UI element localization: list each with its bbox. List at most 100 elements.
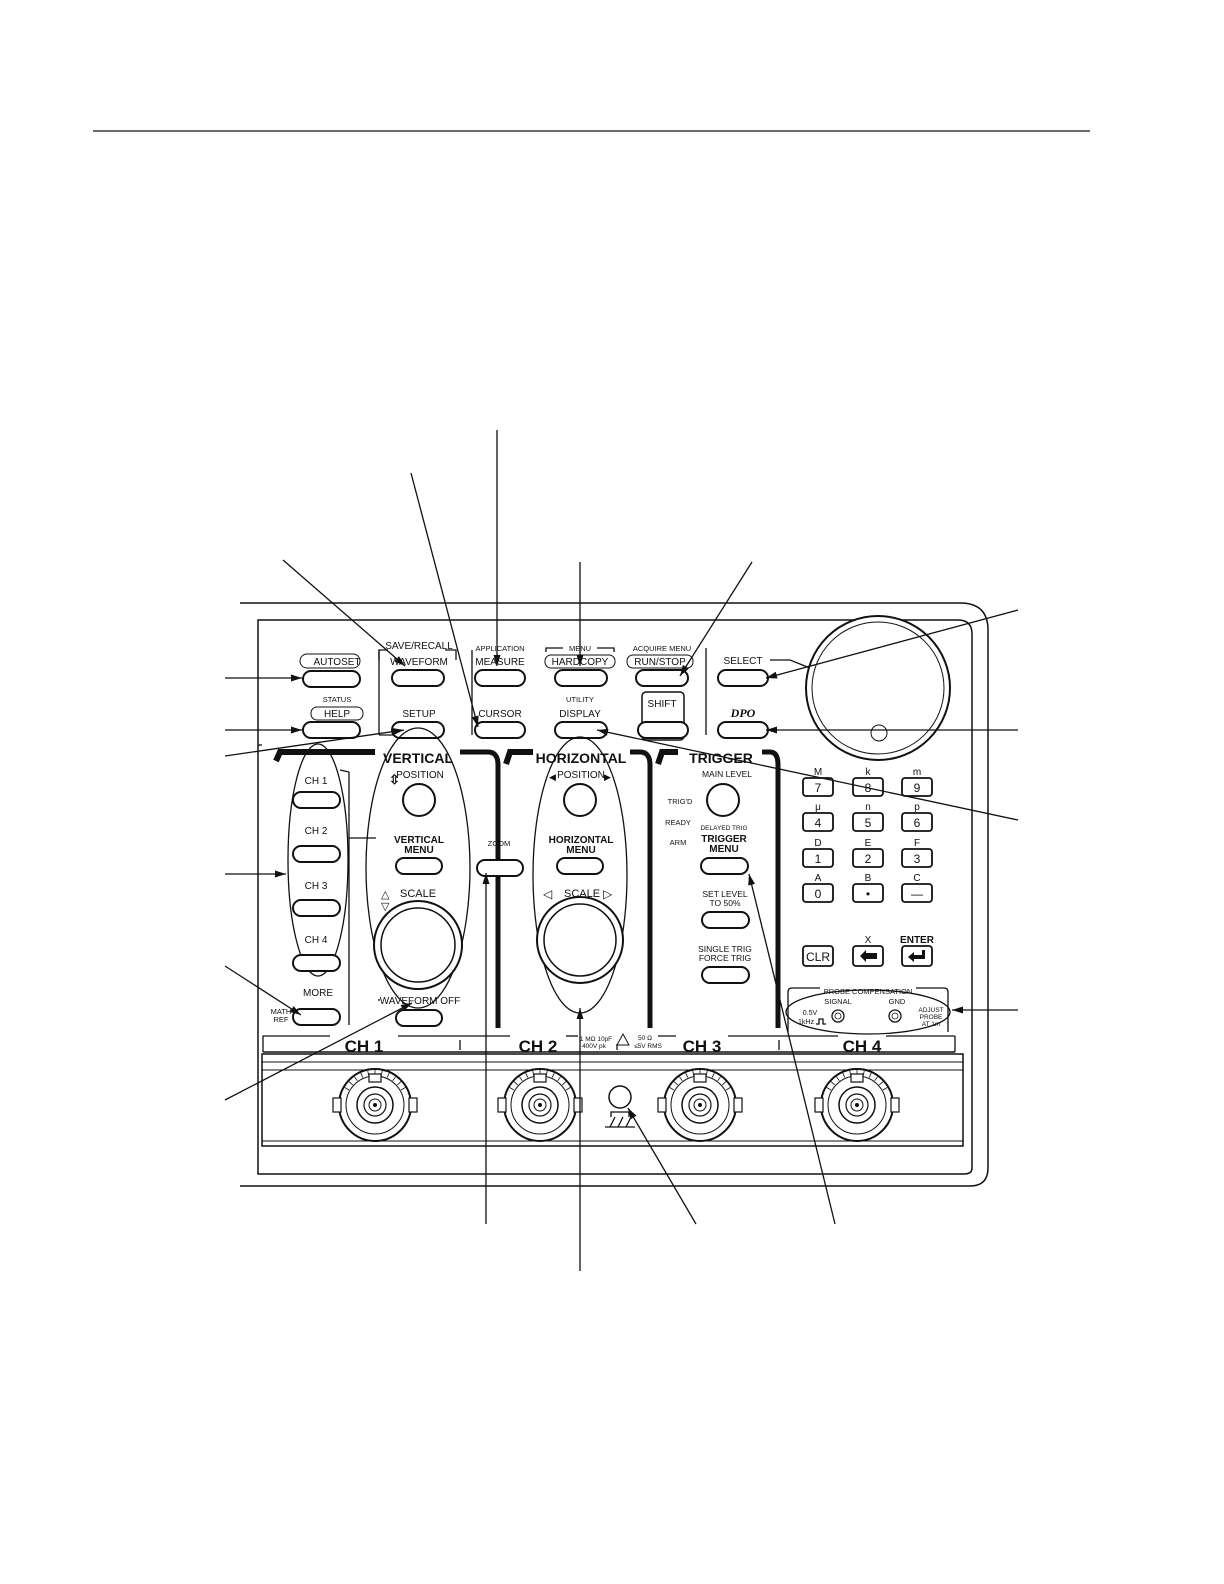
ch4-bnc-connector[interactable] [814, 1068, 900, 1142]
shift-label: SHIFT [648, 699, 677, 710]
ch1-button-label: CH 1 [305, 776, 328, 787]
keypad-key-6[interactable] [901, 812, 933, 832]
waveform-label: WAVEFORM [390, 657, 448, 668]
keypad-alt-label: D [814, 838, 821, 849]
trigger-menu-label-1: TRIGGER [701, 834, 747, 845]
autoset-group: AUTOSET [299, 653, 361, 688]
callout-arrow [748, 873, 836, 1225]
ch1-button[interactable] [292, 791, 341, 809]
keypad-key-label: 1 [815, 852, 822, 866]
ch2-bnc-connector[interactable] [497, 1068, 583, 1142]
hardcopy-button[interactable] [554, 669, 608, 687]
keypad-key-5[interactable] [852, 812, 884, 832]
keypad-key-1[interactable] [802, 848, 834, 868]
keypad-key-0[interactable] [802, 883, 834, 903]
keypad-key-label: 0 [815, 887, 822, 901]
vertical-position-arrows-icon: ⇳ [389, 772, 400, 787]
main-level-knob[interactable] [706, 783, 740, 817]
callout-arrow [410, 472, 479, 728]
autoset-button[interactable] [302, 670, 361, 688]
autoset-label: AUTOSET [313, 657, 360, 668]
gnd-terminal[interactable] [888, 1009, 902, 1023]
ground-symbol-icon [605, 1111, 635, 1128]
ref-label: REF [274, 1015, 289, 1024]
waveform-off-button[interactable] [395, 1009, 443, 1027]
shift-button[interactable] [637, 721, 689, 739]
cursor-button[interactable] [474, 721, 526, 739]
callout-arrow [224, 1002, 413, 1101]
vertical-position-knob[interactable] [402, 783, 436, 817]
input-spec-4: ≤5V RMS [634, 1043, 662, 1050]
keypad-alt-label: m [913, 767, 921, 778]
setup-button[interactable] [391, 721, 445, 739]
keypad-key-9[interactable] [901, 777, 933, 797]
keypad-key-8[interactable] [852, 777, 884, 797]
signal-terminal[interactable] [831, 1009, 845, 1023]
scale-right-arrow-icon: ▷ [603, 887, 613, 901]
ch1-bnc-connector[interactable] [332, 1068, 418, 1142]
select-dpo-group: SELECT DPO [717, 656, 811, 739]
square-wave-icon [816, 1018, 826, 1025]
horizontal-position-label: POSITION [557, 770, 605, 781]
signal-label: SIGNAL [824, 997, 852, 1006]
keypad-key-2[interactable] [852, 848, 884, 868]
channel-input-strip: CH 1 CH 2 CH 3 CH 4 1 MΩ 10pF 400V pk 50… [262, 1032, 956, 1056]
keypad-alt-label: A [815, 873, 822, 884]
ch2-button[interactable] [292, 845, 341, 863]
keypad-key-—[interactable] [901, 883, 933, 903]
adjust-label-2: PROBE [920, 1014, 943, 1021]
horizontal-scale-knob[interactable] [536, 896, 624, 984]
adjust-label-1: ADJUST [918, 1007, 943, 1014]
keypad-key-•[interactable] [852, 883, 884, 903]
keypad-key-7[interactable] [802, 777, 834, 797]
force-trig-label: FORCE TRIG [699, 953, 751, 963]
dpo-label: DPO [730, 706, 756, 720]
force-trig-button[interactable] [701, 966, 750, 984]
keypad-key-3[interactable] [901, 848, 933, 868]
ground-jack[interactable] [605, 1085, 635, 1128]
measure-button[interactable] [474, 669, 526, 687]
ch4-button[interactable] [292, 954, 341, 972]
keypad-alt-label: E [865, 838, 872, 849]
set-level-50-button[interactable] [701, 911, 750, 929]
ready-indicator: READY [665, 818, 691, 827]
run-stop-label: RUN/STOP [634, 657, 686, 668]
select-label: SELECT [724, 656, 763, 667]
vertical-menu-button[interactable] [395, 857, 443, 875]
more-button[interactable] [292, 1008, 341, 1026]
help-button[interactable] [302, 721, 361, 739]
status-label: STATUS [323, 695, 351, 704]
callout-arrow [765, 609, 1019, 679]
save-recall-label: SAVE/RECALL [385, 641, 453, 652]
waveform-button[interactable] [391, 669, 445, 687]
clr-key[interactable] [802, 945, 834, 967]
trigger-section-header: TRIGGER [655, 749, 781, 1028]
vertical-scale-knob[interactable] [373, 900, 463, 990]
keypad-key-4[interactable] [802, 812, 834, 832]
save-recall-group: SAVE/RECALL WAVEFORM SETUP [378, 641, 473, 739]
zoom-button[interactable] [476, 859, 524, 877]
general-purpose-knob[interactable] [805, 615, 951, 761]
run-stop-button[interactable] [635, 669, 689, 687]
vertical-menu-label-2: MENU [404, 845, 433, 856]
horizontal-menu-button[interactable] [556, 857, 604, 875]
keypad-alt-label: k [866, 767, 872, 778]
trigger-menu-button[interactable] [700, 857, 749, 875]
trigger-controls-group: MAIN LEVEL TRIG'D READY ARM DELAYED TRIG… [665, 769, 752, 984]
dpo-button[interactable] [717, 721, 769, 739]
utility-label: UTILITY [566, 695, 594, 704]
ch3-button[interactable] [292, 899, 341, 917]
horizontal-menu-label-2: MENU [566, 845, 595, 856]
callout-arrow [225, 726, 302, 734]
keypad-key-label: 9 [914, 781, 921, 795]
math-label: MATH [271, 1007, 292, 1016]
probe-voltage-label: 0.5V [803, 1010, 818, 1017]
ch3-bnc-connector[interactable] [657, 1068, 743, 1142]
measure-group: APPLICATION MEASURE CURSOR [474, 644, 526, 739]
probe-compensation-group: PROBE COMPENSATION SIGNAL GND 0.5V 1kHz … [785, 987, 951, 1035]
select-button[interactable] [717, 669, 769, 687]
horizontal-position-knob[interactable] [563, 783, 597, 817]
run-stop-group: ACQUIRE MENU RUN/STOP SHIFT [626, 644, 694, 741]
callout-arrow [576, 562, 584, 666]
zoom-group: ZOOM [476, 839, 524, 877]
